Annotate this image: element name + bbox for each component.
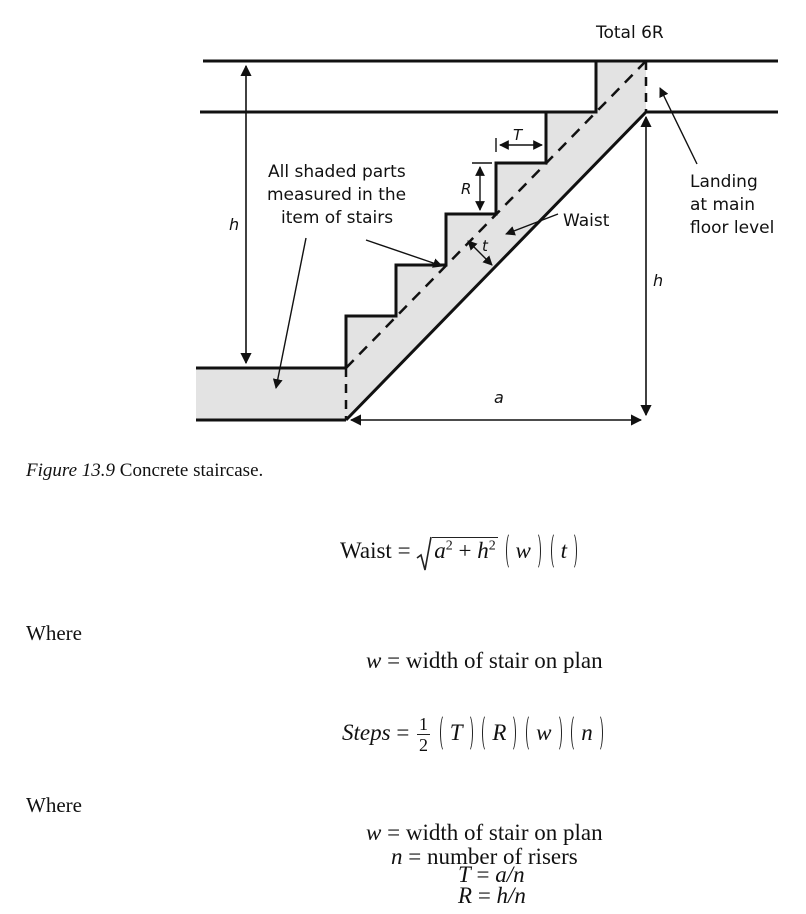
stair-steps-outline <box>344 61 598 368</box>
stair-flight-shade <box>346 61 646 420</box>
radicand-h: h <box>477 538 489 563</box>
definition-n-text: number of risers <box>426 844 578 869</box>
total-6r-label: Total 6R <box>595 23 664 43</box>
where-label-2: Where <box>26 793 82 817</box>
waist-label: Waist <box>563 211 610 231</box>
bottom-landing-shade <box>196 368 346 420</box>
definition-w-1-text: width of stair on plan <box>405 648 603 673</box>
definition-w-2-eq: = <box>387 820 401 845</box>
definition-n-eq: = <box>408 844 422 869</box>
waist-leader <box>505 213 559 236</box>
definition-t: T = a/n <box>458 862 525 888</box>
thickness-label: t <box>482 237 489 255</box>
definition-w-2: w = width of stair on plan <box>366 820 603 846</box>
where-label-1: Where <box>26 621 82 645</box>
steps-formula-lhs: Steps <box>342 719 391 745</box>
run-label: a <box>494 388 504 407</box>
h-right-label: h <box>653 271 663 290</box>
steps-paren-t: T <box>439 713 473 752</box>
waist-paren-w: w <box>505 532 542 570</box>
definition-n: n = number of risers <box>391 844 578 870</box>
definition-t-eq: = <box>476 862 490 887</box>
shaded-leader-1 <box>365 239 443 268</box>
shaded-label-line2: measured in the <box>267 185 406 205</box>
figure-caption: Figure 13.9 Concrete staircase. <box>26 460 263 482</box>
steps-paren-w: w <box>526 713 562 752</box>
radicand-plus: + <box>458 538 472 563</box>
definition-r-text: h/n <box>496 883 526 908</box>
tread-label: T <box>513 126 524 144</box>
radicand-a: a <box>434 538 446 563</box>
sqrt-expression: a2 + h2 <box>416 536 498 571</box>
definition-n-var: n <box>391 844 403 869</box>
dashed-pitch-line <box>345 60 647 369</box>
definition-t-var: T <box>458 862 471 887</box>
shaded-leader-2 <box>272 237 307 389</box>
waist-formula-eq: = <box>397 538 411 563</box>
figure-caption-text: Concrete staircase. <box>119 460 264 481</box>
shaded-label-line3: item of stairs <box>281 208 393 228</box>
definition-w-1-eq: = <box>387 648 401 673</box>
h-left-label: h <box>229 215 239 234</box>
riser-label: R <box>461 180 471 198</box>
landing-leader <box>659 87 698 165</box>
landing-label-line2: at main <box>690 195 755 215</box>
landing-label-line1: Landing <box>690 172 758 192</box>
definition-w-2-var: w <box>366 820 382 845</box>
steps-paren-n: n <box>571 713 603 752</box>
definition-w-2-text: width of stair on plan <box>405 820 603 845</box>
definition-r-eq: = <box>477 883 491 908</box>
waist-formula: Waist = a2 + h2 w t <box>340 532 579 571</box>
steps-formula-eq: = <box>396 719 410 745</box>
definition-t-text: a/n <box>495 862 525 887</box>
staircase-figure: Total 6R All shaded parts measured in th… <box>196 23 778 426</box>
waist-formula-lhs: Waist <box>340 538 392 563</box>
fraction-denominator: 2 <box>419 735 429 755</box>
fraction-numerator: 1 <box>417 714 431 735</box>
thickness-dimension <box>467 240 493 266</box>
stair-soffit <box>344 110 648 422</box>
radicand-a-exp: 2 <box>445 538 453 554</box>
landing-label-line3: floor level <box>690 218 774 238</box>
figure-number: Figure 13.9 <box>26 460 116 481</box>
steps-paren-r: R <box>482 713 517 752</box>
steps-formula: Steps = 1 2 T R w n <box>342 713 605 755</box>
shaded-label-line1: All shaded parts <box>268 162 406 182</box>
definition-r-var: R <box>458 883 473 908</box>
half-fraction: 1 2 <box>417 714 431 755</box>
definition-w-1-var: w <box>366 648 382 673</box>
waist-paren-t: t <box>550 532 578 570</box>
radicand-h-exp: 2 <box>488 538 496 554</box>
definition-w-1: w = width of stair on plan <box>366 648 603 674</box>
sqrt-sign <box>416 536 433 571</box>
definition-r: R = h/n <box>458 883 526 909</box>
